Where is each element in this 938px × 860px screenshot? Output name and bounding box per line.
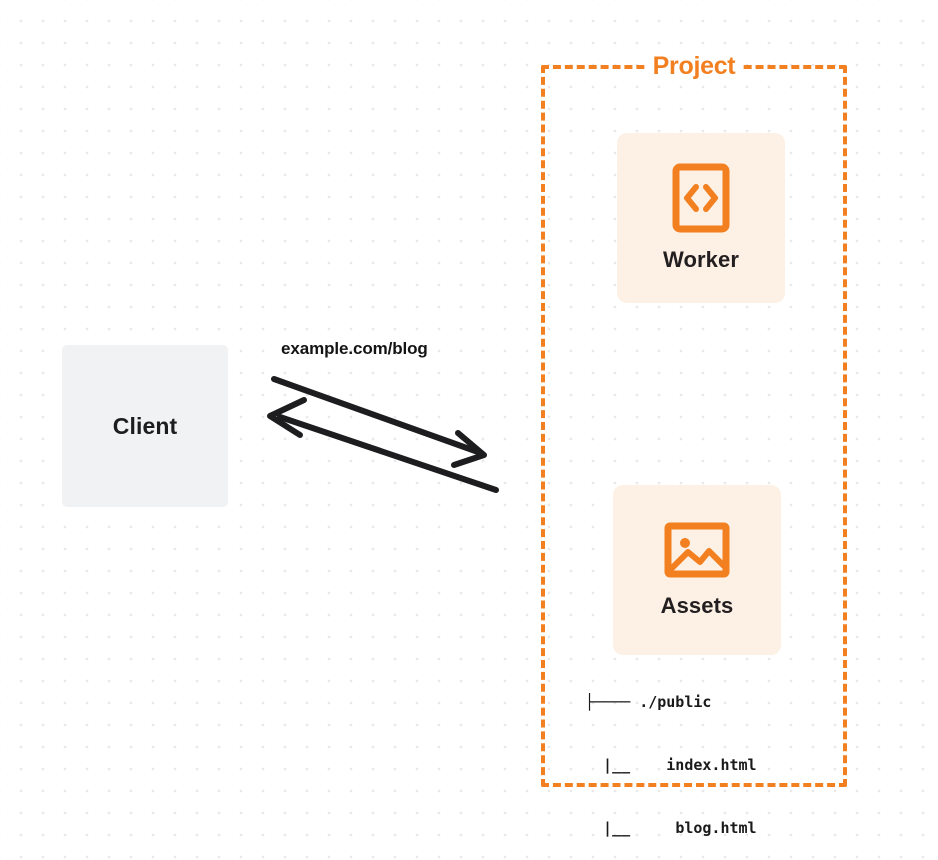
assets-node[interactable]: Assets xyxy=(613,485,781,655)
file-tree-row: ├──── ./public xyxy=(585,692,757,713)
request-arrow-right xyxy=(271,376,487,468)
project-boundary: Project Worker Assets xyxy=(541,54,847,787)
file-tree-row: |__ blog.html xyxy=(585,818,757,839)
file-tree-name: ./public xyxy=(639,693,712,711)
code-brackets-icon xyxy=(672,163,730,233)
file-tree-name: index.html xyxy=(666,756,757,774)
assets-node-label: Assets xyxy=(660,593,734,618)
client-project-connector xyxy=(267,376,499,493)
response-arrow-left xyxy=(267,397,499,493)
worker-node[interactable]: Worker xyxy=(617,133,785,303)
client-node[interactable]: Client xyxy=(62,345,228,507)
file-tree-branch: |__ xyxy=(585,819,631,837)
request-url-label: example.com/blog xyxy=(281,339,428,358)
assets-file-tree: ├──── ./public |__ index.html |__ blog.h… xyxy=(585,650,757,860)
project-title: Project xyxy=(645,54,743,79)
image-icon xyxy=(664,522,730,578)
file-tree-branch: |__ xyxy=(585,756,631,774)
worker-node-label: Worker xyxy=(663,247,739,272)
file-tree-row: |__ index.html xyxy=(585,755,757,776)
file-tree-branch: ├──── xyxy=(585,693,631,711)
file-tree-name: blog.html xyxy=(675,819,757,837)
client-node-label: Client xyxy=(112,412,178,439)
